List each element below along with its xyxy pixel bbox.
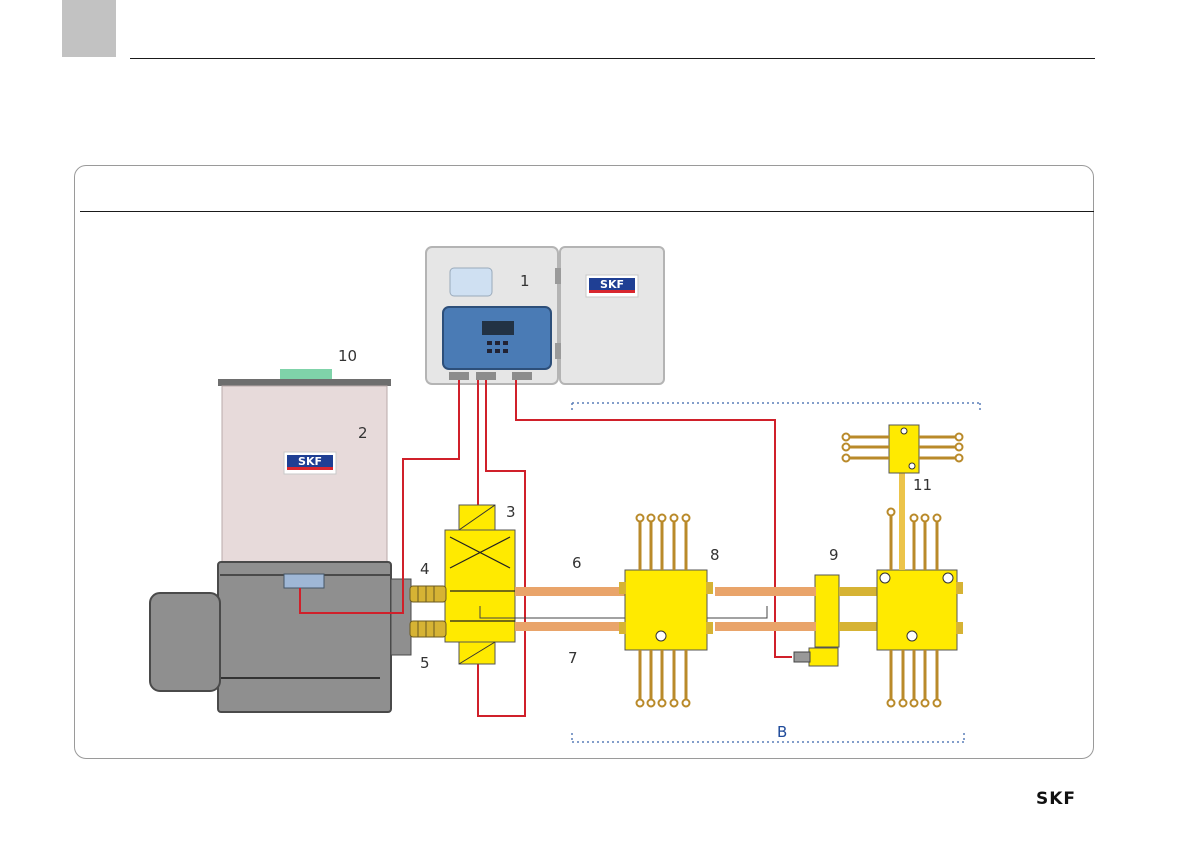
secondary-metering-device (889, 425, 919, 473)
control-unit (426, 247, 664, 384)
callout-1: 1 (520, 272, 530, 290)
return-line (480, 606, 767, 618)
metering-block-2 (877, 570, 963, 650)
fitting-4 (410, 586, 446, 602)
callout-4: 4 (420, 560, 430, 578)
callout-3: 3 (506, 503, 516, 521)
skf-footer-logo: SKF (1036, 789, 1076, 809)
callout-2: 2 (358, 424, 368, 442)
skf-logo-text: SKF (600, 278, 624, 291)
callout-11: 11 (913, 476, 932, 494)
callout-10: 10 (338, 347, 357, 365)
skf-logo-badge: SKF (586, 275, 638, 297)
callout-7: 7 (568, 649, 578, 667)
skf-logo-badge: SKF (284, 452, 336, 474)
fitting-5 (410, 621, 446, 637)
reversing-valve (445, 505, 515, 664)
metering-block-8 (619, 570, 713, 650)
callout-9: 9 (829, 546, 839, 564)
skf-logo-text: SKF (298, 455, 322, 468)
callout-5: 5 (420, 654, 430, 672)
callout-8: 8 (710, 546, 720, 564)
callout-b: B (777, 723, 787, 741)
callout-6: 6 (572, 554, 582, 572)
pump-reservoir (150, 369, 411, 712)
